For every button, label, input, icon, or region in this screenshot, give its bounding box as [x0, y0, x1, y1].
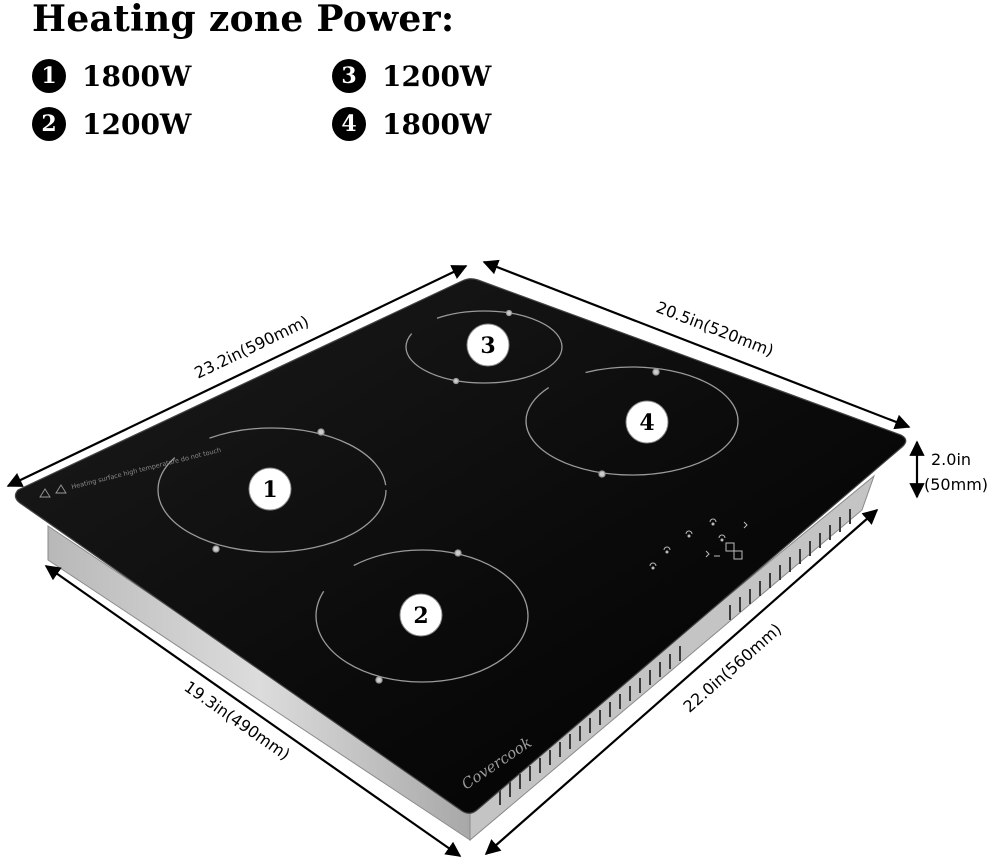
zone-power-value: 1200W	[82, 107, 192, 141]
zone-number-badge: 1	[32, 59, 66, 93]
zone-power-value: 1800W	[82, 59, 192, 93]
dimension-arrow-front-left	[44, 565, 462, 857]
dimension-arrow-back-right	[482, 259, 911, 430]
dimension-arrow-back-left	[6, 265, 468, 487]
zone-badge-label: 2	[413, 603, 428, 629]
zone-badge-4: 4	[625, 400, 669, 444]
zone-number-badge: 3	[332, 59, 366, 93]
dimension-label-height-mm: (50mm)	[924, 475, 988, 494]
zone-badge-3: 3	[466, 323, 510, 367]
dimension-label-height-in: 2.0in	[931, 450, 971, 469]
zone-number-badge: 4	[332, 107, 366, 141]
zone-power-item-1: 1 1800W	[32, 56, 191, 96]
zone-badge-2: 2	[399, 593, 443, 637]
warning-icon	[39, 484, 67, 498]
glass-top	[14, 278, 907, 814]
zone-power-item-4: 4 1800W	[332, 104, 491, 144]
zone-power-value: 1200W	[382, 59, 492, 93]
dimension-arrow-front-right	[484, 508, 879, 856]
zone-badge-1: 1	[248, 467, 292, 511]
page-title: Heating zone Power:	[32, 0, 455, 40]
zone-power-value: 1800W	[382, 107, 492, 141]
zone-number-badge: 2	[32, 107, 66, 141]
zone-power-item-3: 3 1200W	[332, 56, 491, 96]
zone-badge-label: 3	[480, 333, 495, 359]
zone-power-item-2: 2 1200W	[32, 104, 191, 144]
zone-badge-label: 4	[639, 410, 654, 436]
zone-badge-label: 1	[262, 477, 277, 503]
